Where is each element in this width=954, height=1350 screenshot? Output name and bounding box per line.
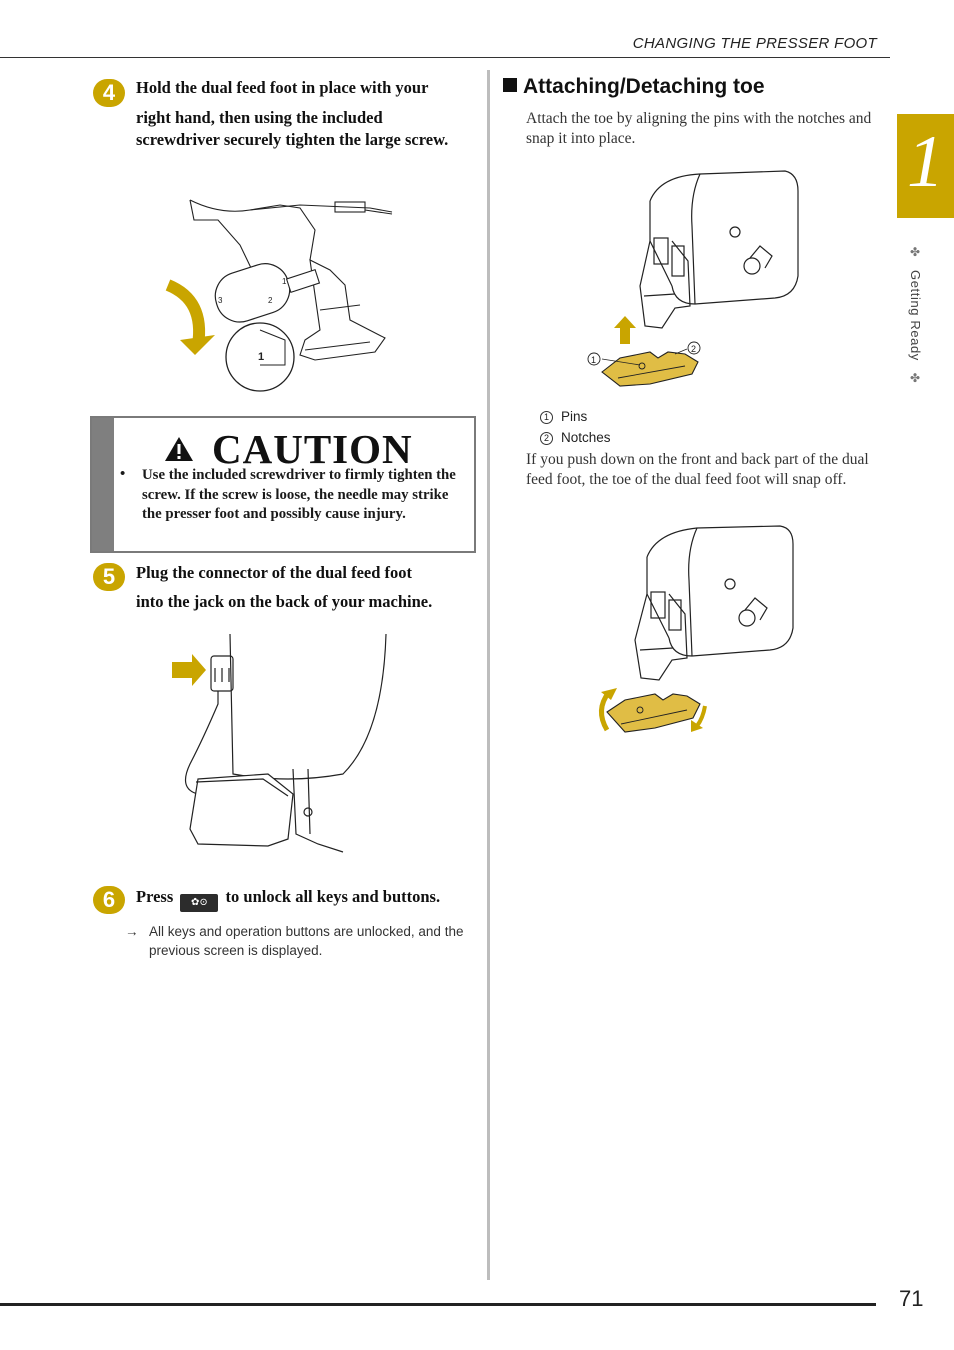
right-arrow-icon (172, 654, 206, 686)
legend-number: 2 (540, 432, 553, 445)
detach-text: If you push down on the front and back p… (526, 451, 869, 488)
step-6-before: Press (136, 887, 174, 906)
dial-mark-2: 2 (268, 296, 273, 305)
step-5-text: into the jack on the back of your machin… (136, 592, 433, 611)
callout-2: 2 (691, 344, 696, 354)
step-badge-5: 5 (93, 563, 125, 591)
screw-tighten-figure: 3 2 1 1 (165, 199, 393, 392)
caution-title: CAUTION (212, 426, 413, 472)
legend-item-notches: 2 Notches (540, 430, 611, 445)
caution-bullet-mark: • (120, 466, 126, 482)
unlock-key-icon: ✿⊙ (180, 894, 219, 912)
section-heading: Attaching/Detaching toe (503, 75, 765, 99)
result-arrow: → (125, 924, 139, 939)
connector-figure (172, 634, 387, 853)
section-intro: Attach the toe by aligning the pins with… (526, 110, 872, 147)
step-4-line1: Hold the dual feed foot in place with yo… (136, 78, 429, 97)
column-divider (487, 70, 490, 1280)
dial-zoom-mark: 1 (258, 351, 264, 363)
footer-rule (0, 1303, 876, 1306)
ornament-icon: ✤ (908, 245, 922, 260)
step-6-text: Press ✿⊙ to unlock all keys and buttons. (136, 886, 471, 912)
step-4-text: right hand, then using the included scre… (136, 108, 449, 149)
result-text: All keys and operation buttons are unloc… (149, 924, 464, 958)
section-title: Attaching/Detaching toe (523, 75, 765, 98)
rotate-arrow-icon (165, 279, 206, 346)
warning-triangle-icon (165, 437, 193, 461)
chapter-label: Getting Ready (908, 269, 923, 361)
dial-mark-1: 1 (282, 277, 287, 286)
callout-1: 1 (591, 355, 596, 365)
attach-toe-figure: 1 2 (587, 170, 799, 387)
dial-zoom-circle (225, 322, 295, 392)
square-bullet-icon (503, 78, 517, 92)
legend-label: Notches (561, 430, 611, 445)
running-header: CHANGING THE PRESSER FOOT (632, 35, 877, 52)
dial-mark-3: 3 (218, 296, 223, 305)
toe-foot-icon (606, 693, 701, 733)
legend-number: 1 (540, 411, 553, 424)
push-arrow-right-icon (695, 705, 707, 728)
legend-label: Pins (561, 409, 588, 424)
detach-toe-figure (599, 525, 794, 733)
step-6-after: to unlock all keys and buttons. (225, 887, 441, 906)
chapter-tab: 1 (897, 114, 954, 218)
caution-side-bar (92, 418, 114, 551)
toe-foot-icon (601, 351, 699, 387)
up-arrow-icon (614, 316, 636, 344)
header-rule (0, 57, 890, 58)
step-badge-4: 4 (93, 79, 125, 107)
step-5-line1: Plug the connector of the dual feed foot (136, 563, 413, 582)
screwdriver-icon: 3 2 1 (214, 263, 321, 323)
step-badge-6: 6 (93, 886, 125, 914)
caution-box: CAUTION • Use the included screwdriver t… (90, 416, 476, 553)
ornament-icon: ✤ (908, 370, 922, 386)
legend-item-pins: 1 Pins (540, 409, 587, 424)
chapter-side-label: ✤ Getting Ready ✤ (908, 245, 923, 386)
caution-text: Use the included screwdriver to firmly t… (142, 467, 456, 522)
chapter-number: 1 (907, 121, 944, 203)
page-number: 71 (899, 1286, 924, 1311)
